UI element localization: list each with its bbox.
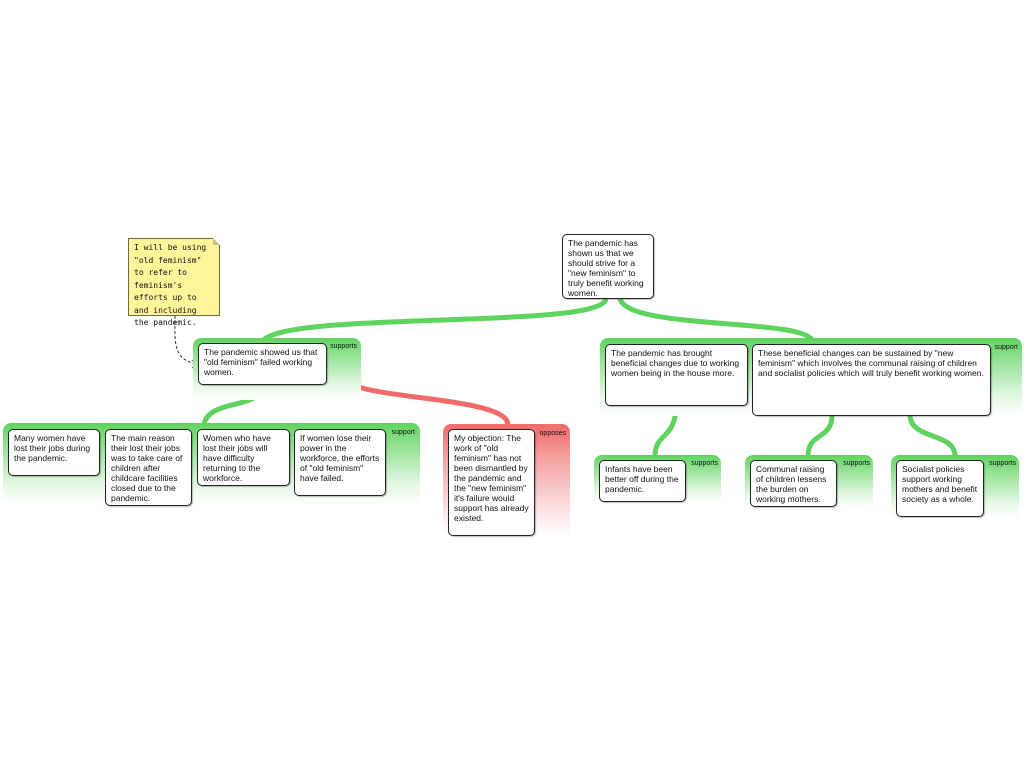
support-item-3-text: Women who have lost their jobs will have… bbox=[203, 433, 271, 483]
support-item-4[interactable]: If women lose their power in the workfor… bbox=[294, 429, 386, 496]
right-support-tag: support bbox=[994, 344, 1018, 351]
note-text: I will be using "old feminism" to refer … bbox=[134, 243, 207, 327]
support-tag: support bbox=[391, 429, 415, 436]
right-claim-2-text: These beneficial changes can be sustaine… bbox=[758, 348, 984, 378]
note-card[interactable]: I will be using "old feminism" to refer … bbox=[128, 238, 220, 327]
connector-objection bbox=[342, 375, 511, 426]
main-claim-box[interactable]: The pandemic has shown us that we should… bbox=[562, 234, 654, 299]
infants-text: Infants have been better off during the … bbox=[605, 464, 679, 494]
infants-supports-tag: supports bbox=[691, 460, 718, 467]
support-item-2-text: The main reason their lost their jobs wa… bbox=[111, 433, 183, 503]
socialist-box[interactable]: Socialist policies support working mothe… bbox=[896, 460, 984, 517]
connector-main-to-left bbox=[259, 297, 609, 344]
support-item-1[interactable]: Many women have lost their jobs during t… bbox=[8, 429, 100, 476]
left-claim-box[interactable]: The pandemic showed us that "old feminis… bbox=[198, 343, 327, 385]
objection-box[interactable]: My objection: The work of "old feminism"… bbox=[448, 429, 535, 536]
infants-box[interactable]: Infants have been better off during the … bbox=[599, 460, 686, 502]
left-claim-text: The pandemic showed us that "old feminis… bbox=[204, 347, 318, 377]
left-supports-tag: supports bbox=[330, 343, 357, 350]
opposes-tag: opposes bbox=[539, 430, 566, 437]
socialist-supports-tag: supports bbox=[989, 460, 1016, 467]
note-fold-corner bbox=[213, 238, 220, 245]
support-item-2[interactable]: The main reason their lost their jobs wa… bbox=[105, 429, 192, 506]
communal-supports-tag: supports bbox=[843, 460, 870, 467]
communal-text: Communal raising of children lessens the… bbox=[756, 464, 827, 504]
right-claim-1-box[interactable]: The pandemic has brought beneficial chan… bbox=[605, 344, 748, 406]
support-item-1-text: Many women have lost their jobs during t… bbox=[14, 433, 91, 463]
note-link-arrow bbox=[174, 315, 198, 365]
connector-main-to-right bbox=[617, 297, 815, 342]
right-claim-2-box[interactable]: These beneficial changes can be sustaine… bbox=[752, 344, 991, 416]
connector-to-communal bbox=[805, 414, 835, 457]
communal-box[interactable]: Communal raising of children lessens the… bbox=[750, 460, 837, 507]
right-claim-1-text: The pandemic has brought beneficial chan… bbox=[611, 348, 740, 378]
main-claim-text: The pandemic has shown us that we should… bbox=[568, 238, 644, 298]
socialist-text: Socialist policies support working mothe… bbox=[902, 464, 978, 504]
objection-text: My objection: The work of "old feminism"… bbox=[454, 433, 529, 523]
connector-to-socialist bbox=[907, 414, 958, 457]
support-item-4-text: If women lose their power in the workfor… bbox=[300, 433, 380, 483]
support-item-3[interactable]: Women who have lost their jobs will have… bbox=[197, 429, 290, 486]
